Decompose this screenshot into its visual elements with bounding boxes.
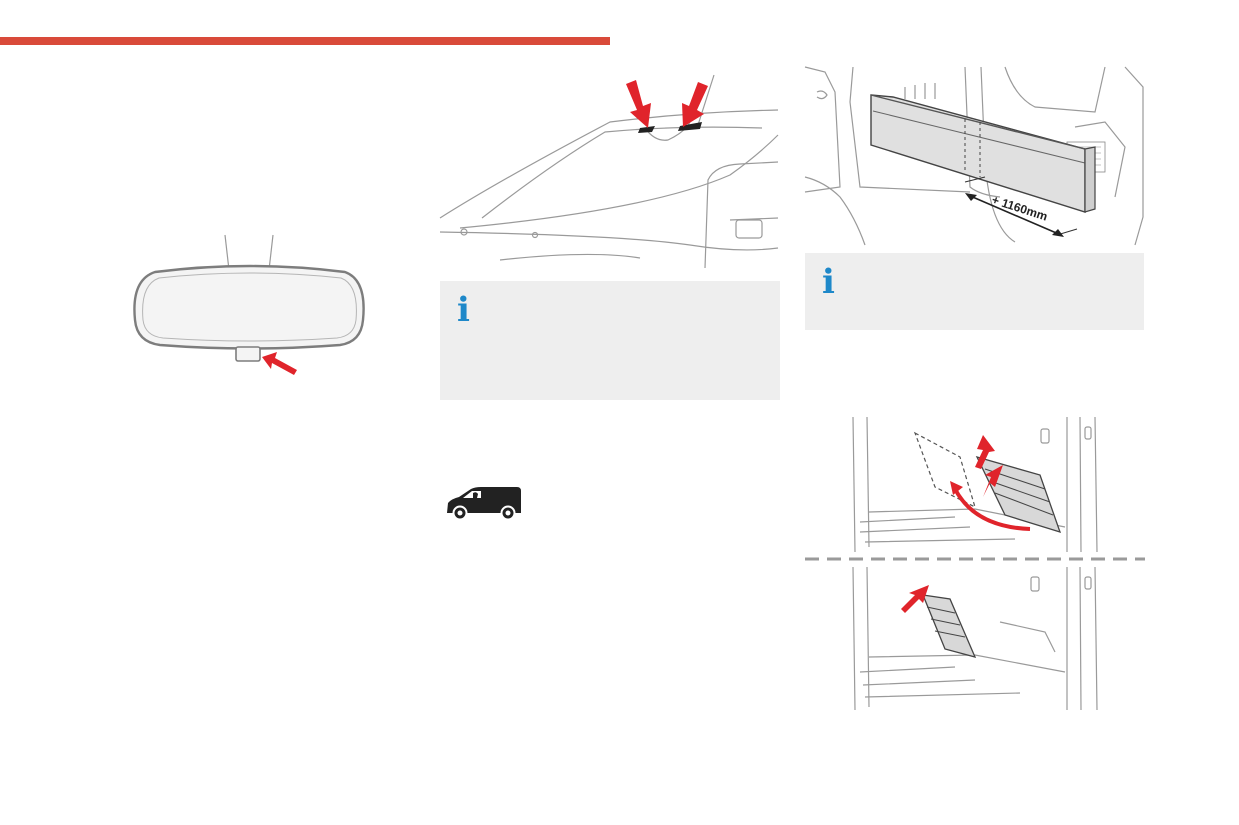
- info-box: i: [805, 253, 1144, 330]
- windscreen-illustration: [439, 70, 780, 275]
- red-arrow-icon: [901, 585, 929, 613]
- load-length-illustration: + 1160mm: [804, 66, 1145, 246]
- info-box: i: [440, 281, 780, 400]
- red-arrow-icon: [262, 352, 297, 375]
- header-accent-bar: [0, 37, 610, 45]
- van-icon: [445, 485, 525, 521]
- rearview-mirror-illustration: [125, 230, 375, 380]
- red-arrow-icon: [950, 435, 1031, 531]
- dimension-arrow: [965, 193, 1064, 237]
- info-icon: i: [457, 290, 470, 330]
- partition-fixed-scene: [852, 566, 1098, 711]
- partition-fold-scene: [852, 416, 1098, 553]
- info-icon: i: [822, 262, 835, 302]
- cargo-partition-illustration: [805, 416, 1145, 711]
- red-arrow-icon: [626, 80, 651, 128]
- red-arrow-icon: [682, 82, 708, 127]
